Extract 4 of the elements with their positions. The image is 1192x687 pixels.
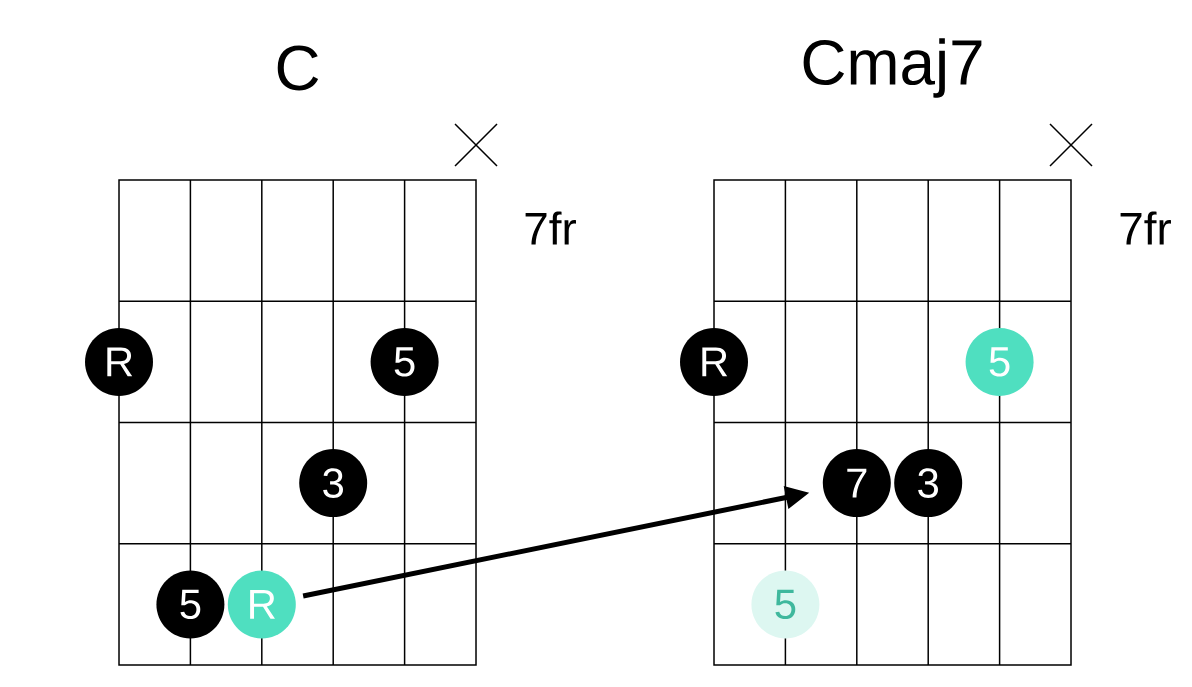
- fret-number: 7fr: [525, 211, 576, 245]
- chord-title: C: [277, 45, 319, 91]
- fret-number: 7fr: [1120, 211, 1171, 245]
- chord-title: Cmaj7: [803, 38, 982, 98]
